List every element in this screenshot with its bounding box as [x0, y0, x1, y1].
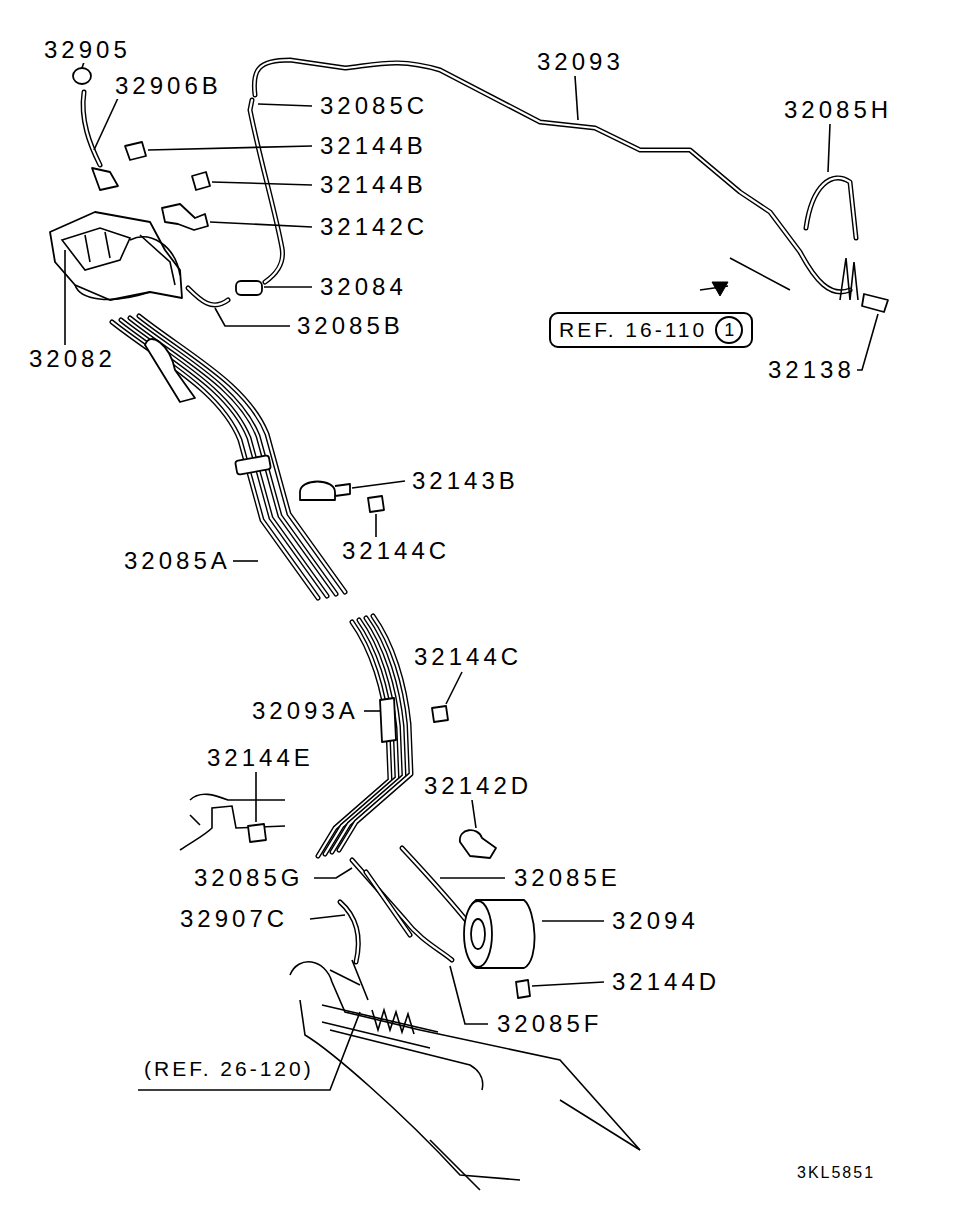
callout-number: 32093A — [250, 698, 361, 724]
callout-number: 32085G — [192, 865, 305, 891]
callout-number: 32144D — [610, 969, 722, 995]
callout-number: 32085C — [318, 93, 430, 119]
circled-number: 1 — [715, 316, 743, 344]
callout-number: 32142C — [318, 214, 430, 240]
tubes — [83, 60, 856, 962]
callout-number: 32906B — [113, 73, 224, 99]
reference-text: REF. 16-110 — [559, 318, 707, 342]
parts — [50, 68, 888, 998]
callout-number: 32085E — [512, 865, 623, 891]
callout-number: 32144C — [412, 644, 524, 670]
callout-number: 32144B — [318, 172, 429, 198]
callout-number: 32094 — [610, 908, 701, 934]
callout-number: 32144B — [318, 133, 429, 159]
reference-box: REF. 16-110 1 — [549, 312, 753, 348]
callout-number: (REF. 26-120) — [142, 1056, 316, 1082]
callout-number: 32085A — [122, 548, 233, 574]
transmission-outline — [290, 960, 640, 1190]
leader-lines — [65, 62, 878, 1090]
callout-number: 32142D — [422, 773, 534, 799]
callout-number: 32093 — [535, 49, 626, 75]
callout-number: 32143B — [410, 468, 521, 494]
callout-number: 32907C — [178, 906, 290, 932]
callout-number: 32084 — [318, 274, 409, 300]
callout-number: 32138 — [766, 357, 857, 383]
callout-number: 32085B — [295, 313, 406, 339]
callout-number: 3KL5851 — [795, 1160, 877, 1186]
callout-number: 32905 — [42, 37, 133, 63]
callout-number: 32085F — [495, 1011, 604, 1037]
callout-number: 32144C — [340, 538, 452, 564]
callout-number: 32082 — [27, 346, 118, 372]
callout-number: 32085H — [782, 97, 894, 123]
callout-number: 32144E — [205, 745, 316, 771]
